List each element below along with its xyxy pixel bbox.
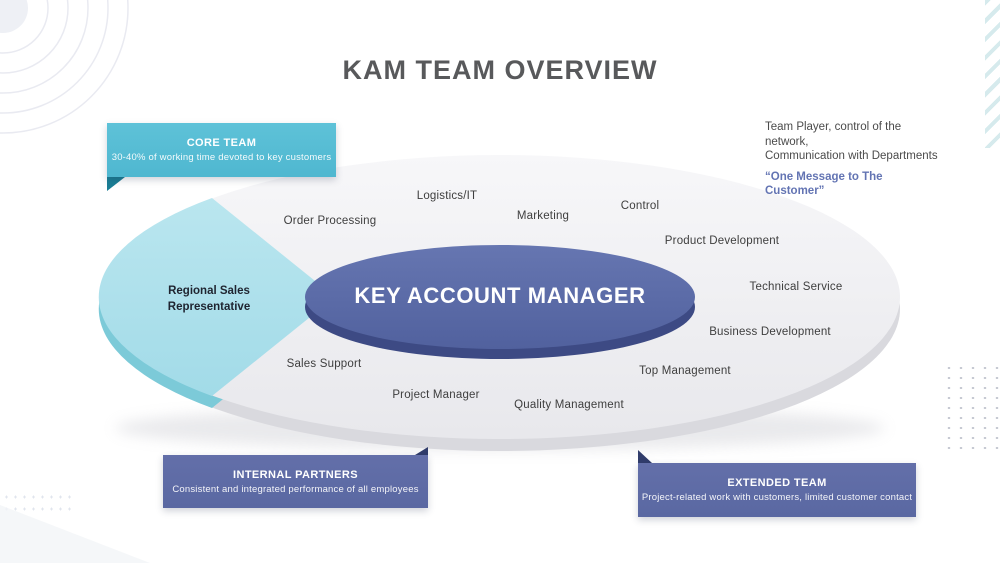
wedge-label-line1: Regional Sales (168, 285, 250, 297)
role-label-control: Control (620, 200, 660, 212)
core-team-box: CORE TEAM 30-40% of working time devoted… (107, 123, 336, 177)
internal-partners-title: INTERNAL PARTNERS (233, 468, 358, 481)
note-line2: Communication with Departments (765, 150, 938, 162)
role-label-marketing: Marketing (516, 210, 570, 222)
wedge-label-line2: Representative (167, 301, 251, 313)
role-label-order-processing: Order Processing (283, 215, 377, 227)
role-label-logistics-it: Logistics/IT (416, 190, 478, 202)
role-label-sales-support: Sales Support (286, 358, 362, 370)
wedge-sector (98, 198, 335, 396)
center-ellipse (305, 245, 695, 349)
dot-grid-decoration (943, 363, 1000, 449)
core-team-title: CORE TEAM (186, 137, 257, 149)
role-label-project-manager: Project Manager (392, 389, 480, 401)
core-team-subtitle: 30-40% of working time devoted to key cu… (111, 152, 332, 163)
internal-partners-ribbon-fold (415, 447, 428, 455)
page-title: KAM TEAM OVERVIEW (342, 55, 658, 85)
role-label-technical-service: Technical Service (749, 281, 843, 293)
note-line1: Team Player, control of the network, (765, 121, 902, 148)
extended-team-title: EXTENDED TEAM (727, 477, 827, 489)
extended-team-box: EXTENDED TEAM Project-related work with … (638, 463, 916, 517)
note-block: Team Player, control of the network, Com… (765, 120, 945, 199)
role-label-product-development: Product Development (664, 235, 780, 247)
note-quote: “One Message to The Customer” (765, 170, 883, 198)
regional-sales-representative-label: Regional Sales Representative (168, 283, 250, 315)
role-label-top-management: Top Management (639, 365, 731, 377)
role-label-quality-management: Quality Management (514, 399, 624, 411)
internal-partners-box: INTERNAL PARTNERS Consistent and integra… (163, 455, 428, 508)
internal-partners-subtitle: Consistent and integrated performance of… (172, 483, 419, 495)
extended-team-ribbon-fold (638, 450, 652, 463)
core-team-ribbon-fold (107, 177, 125, 191)
role-label-business-development: Business Development (709, 326, 831, 338)
concentric-circles-decoration (0, 0, 129, 134)
key-account-manager-label: KEY ACCOUNT MANAGER (354, 283, 646, 308)
extended-team-subtitle: Project-related work with customers, lim… (641, 492, 913, 503)
stripe-decoration (985, 0, 1000, 148)
